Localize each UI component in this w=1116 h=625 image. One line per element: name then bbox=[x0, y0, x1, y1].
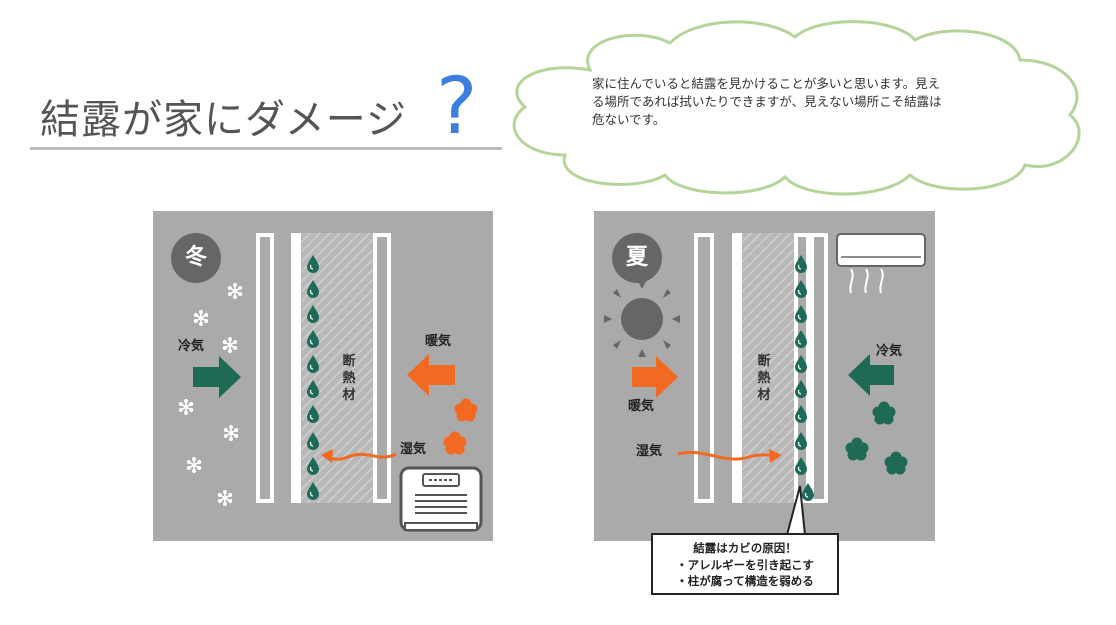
humidity-label: 湿気 bbox=[636, 444, 663, 459]
cold-air-arrow bbox=[193, 356, 241, 398]
wall-inner-stud bbox=[291, 233, 301, 503]
summer-illustration bbox=[604, 233, 926, 503]
callout-line-1: 結露はカビの原因！ bbox=[693, 541, 797, 555]
question-mark-icon: ? bbox=[436, 62, 478, 152]
humidity-arrow bbox=[321, 449, 333, 463]
air-conditioner-icon bbox=[836, 233, 926, 294]
cloud-text: 家に住んでいると結露を見かけることが多いと思います。見える場所であれば拭いたりで… bbox=[592, 76, 942, 127]
insulation-label: 断熱材 bbox=[757, 354, 771, 403]
callout-line-2: ・アレルギーを引き起こす bbox=[676, 557, 814, 572]
warm-air-label: 暖気 bbox=[425, 334, 452, 349]
warm-air-arrow bbox=[632, 356, 678, 398]
mold-warning-callout: 結露はカビの原因！ ・アレルギーを引き起こす ・柱が腐って構造を弱める bbox=[651, 533, 839, 595]
mold-icon bbox=[845, 401, 908, 475]
cold-air-arrow bbox=[848, 354, 894, 396]
title-underline bbox=[30, 147, 502, 150]
heater-icon bbox=[399, 466, 483, 532]
wall-inner-stud bbox=[732, 233, 742, 503]
cold-air-label: 冷気 bbox=[178, 339, 205, 354]
page-title: 結露が家にダメージ bbox=[40, 97, 407, 143]
season-badge-winter: 冬 bbox=[171, 233, 221, 283]
warm-air-label: 暖気 bbox=[628, 399, 655, 414]
cloud-bubble bbox=[512, 20, 1081, 196]
sun-icon bbox=[604, 281, 680, 357]
insulation-label: 断熱材 bbox=[342, 354, 356, 403]
snowflake-icon bbox=[178, 282, 243, 507]
winter-panel: 冬 冷気 暖気 湿気 断熱材 bbox=[153, 211, 493, 541]
humidity-label: 湿気 bbox=[400, 442, 427, 457]
callout-pointer bbox=[785, 485, 808, 539]
cold-air-label: 冷気 bbox=[876, 344, 903, 359]
humidity-arrow bbox=[769, 449, 782, 463]
warm-air-arrow bbox=[407, 354, 455, 396]
season-badge-summer: 夏 bbox=[612, 233, 662, 283]
callout-line-3: ・柱が腐って構造を弱める bbox=[676, 574, 814, 588]
summer-panel: 夏 暖気 湿気 冷気 断熱材 bbox=[594, 211, 935, 541]
mold-icon bbox=[443, 398, 478, 455]
winter-illustration bbox=[178, 233, 483, 532]
